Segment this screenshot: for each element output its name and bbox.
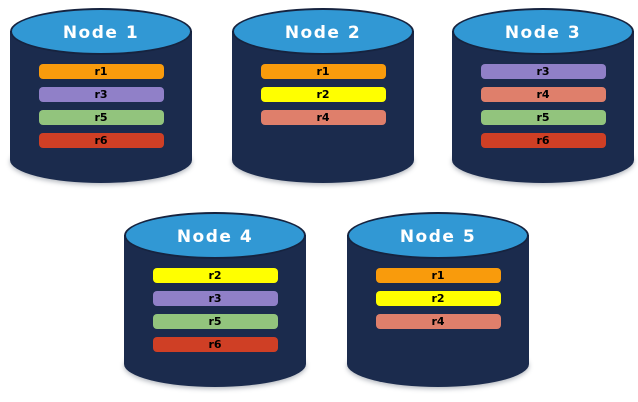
shard-r4[interactable]: r4 [375,314,501,329]
node-cylinder-4[interactable]: Node 4 r2 r3 r5 r6 [124,212,306,387]
node-title-label: Node 3 [504,23,582,43]
node-cylinder-5[interactable]: Node 5 r1 r2 r4 [347,212,529,387]
node-top-ellipse [347,212,529,259]
shard-r6[interactable]: r6 [480,133,606,148]
node-title-label: Node 5 [399,227,477,247]
shard-r1[interactable]: r1 [260,64,386,79]
shard-r6[interactable]: r6 [38,133,164,148]
shard-list: r1 r2 r4 [347,268,529,329]
node-cylinder-1[interactable]: Node 1 r1 r3 r5 r6 [10,8,192,183]
shard-r3[interactable]: r3 [480,64,606,79]
shard-r3[interactable]: r3 [38,87,164,102]
shard-r1[interactable]: r1 [375,268,501,283]
node-title-label: Node 1 [62,23,140,43]
shard-r5[interactable]: r5 [480,110,606,125]
shard-r5[interactable]: r5 [38,110,164,125]
node-title-label: Node 2 [284,23,362,43]
node-top-ellipse [10,8,192,55]
node-top-ellipse [452,8,634,55]
shard-r6[interactable]: r6 [152,337,278,352]
shard-list: r2 r3 r5 r6 [124,268,306,352]
shard-r2[interactable]: r2 [152,268,278,283]
shard-r5[interactable]: r5 [152,314,278,329]
shard-list: r1 r2 r4 [232,64,414,125]
shard-list: r3 r4 r5 r6 [452,64,634,148]
shard-r4[interactable]: r4 [480,87,606,102]
node-cylinder-2[interactable]: Node 2 r1 r2 r4 [232,8,414,183]
node-title-label: Node 4 [176,227,254,247]
shard-r1[interactable]: r1 [38,64,164,79]
node-top-ellipse [124,212,306,259]
node-top-ellipse [232,8,414,55]
shard-r2[interactable]: r2 [260,87,386,102]
shard-r4[interactable]: r4 [260,110,386,125]
shard-r2[interactable]: r2 [375,291,501,306]
node-cylinder-3[interactable]: Node 3 r3 r4 r5 r6 [452,8,634,183]
shard-list: r1 r3 r5 r6 [10,64,192,148]
shard-r3[interactable]: r3 [152,291,278,306]
